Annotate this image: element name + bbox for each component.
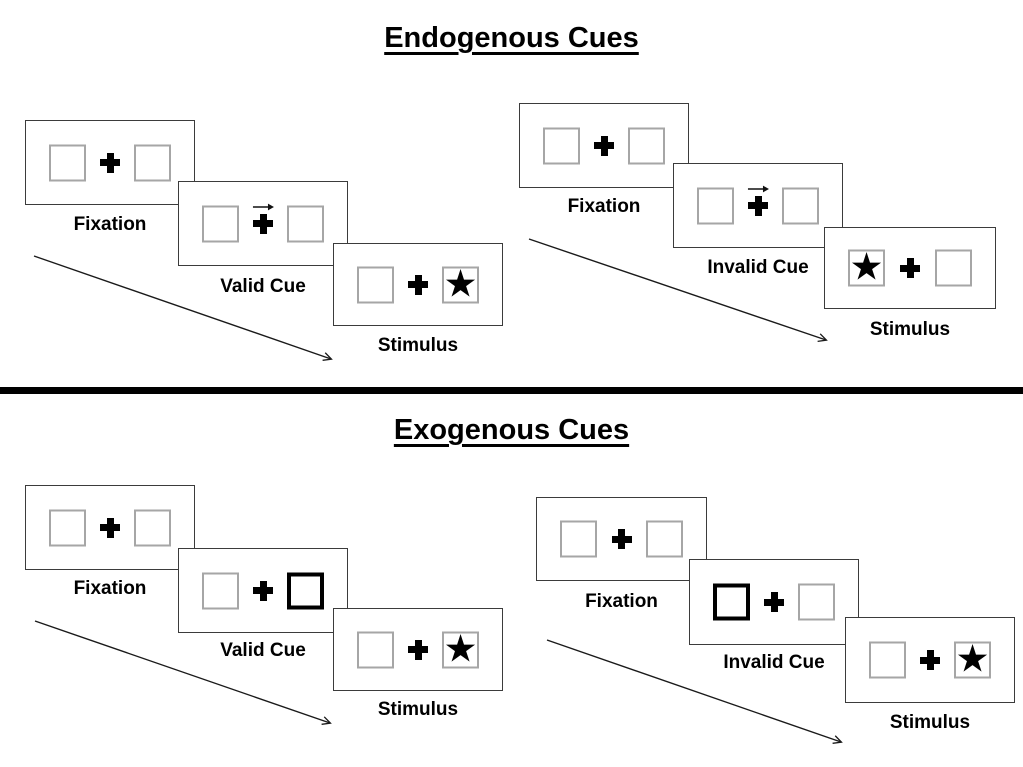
fixation-panel — [519, 103, 689, 188]
right-box — [287, 205, 324, 242]
fixation-label: Fixation — [73, 214, 147, 235]
right-box — [628, 127, 665, 164]
stimulus-panel: ★ — [333, 608, 503, 691]
fixation-cross-icon — [748, 195, 768, 216]
left-box: ★ — [848, 244, 885, 289]
stimulus-panel: ★ — [333, 243, 503, 326]
invalid-cue-panel — [689, 559, 859, 645]
left-box — [202, 572, 239, 609]
fixation-cross-icon — [408, 639, 428, 660]
fixation-label: Fixation — [585, 591, 658, 612]
valid-cue-panel — [178, 548, 348, 633]
right-arrow-icon — [252, 203, 274, 211]
invalid-cue-label: Invalid Cue — [707, 257, 809, 278]
target-star-icon: ★ — [849, 244, 884, 289]
right-arrow-icon — [747, 185, 769, 193]
fixation-panel — [25, 120, 195, 205]
right-box — [798, 583, 835, 621]
exogenous-section-title: Exogenous Cues — [393, 414, 630, 446]
timeline-arrow-exogenous-invalid — [546, 639, 843, 744]
timeline-arrow-endogenous-invalid — [528, 238, 828, 343]
fixation-panel — [25, 485, 195, 570]
stimulus-label: Stimulus — [869, 319, 951, 340]
right-box: ★ — [954, 636, 991, 681]
target-star-icon: ★ — [443, 261, 478, 305]
left-box — [697, 187, 734, 224]
right-box: ★ — [442, 261, 479, 305]
left-box — [560, 520, 597, 558]
stimulus-panel: ★ — [824, 227, 996, 309]
left-box — [49, 509, 86, 546]
fixation-label: Fixation — [567, 196, 641, 217]
stimulus-label: Stimulus — [889, 712, 971, 733]
left-box — [357, 631, 394, 668]
valid-cue-label: Valid Cue — [220, 640, 306, 661]
timeline-arrow-exogenous-valid — [34, 620, 332, 725]
timeline-arrow-endogenous-valid — [33, 255, 333, 361]
fixation-label: Fixation — [73, 578, 147, 599]
fixation-cross-icon — [100, 517, 120, 538]
fixation-cross-icon — [764, 592, 784, 612]
valid-cue-panel — [178, 181, 348, 266]
fixation-cross-icon — [408, 274, 428, 295]
fixation-cross-icon — [920, 650, 940, 670]
endogenous-section-title: Endogenous Cues — [384, 22, 639, 54]
fixation-cross-icon — [594, 135, 614, 156]
left-box — [202, 205, 239, 242]
fixation-cross-icon — [611, 529, 632, 549]
left-box — [49, 144, 86, 181]
right-box — [134, 509, 171, 546]
right-box — [134, 144, 171, 181]
fixation-cross-icon — [100, 152, 120, 173]
fixation-cross-icon — [253, 580, 273, 601]
cue-highlight-box — [713, 583, 750, 621]
stimulus-panel: ★ — [845, 617, 1015, 703]
target-star-icon: ★ — [955, 636, 990, 681]
target-star-icon: ★ — [443, 626, 478, 670]
left-box — [357, 266, 394, 303]
invalid-cue-label: Invalid Cue — [723, 652, 825, 673]
cue-highlight-box — [287, 572, 324, 609]
section-divider — [0, 387, 1023, 394]
right-box — [935, 249, 972, 287]
fixation-cross-icon — [253, 213, 273, 234]
left-box — [543, 127, 580, 164]
stimulus-label: Stimulus — [377, 699, 459, 720]
right-box — [646, 520, 683, 558]
stimulus-label: Stimulus — [377, 335, 459, 356]
valid-cue-label: Valid Cue — [220, 276, 306, 297]
invalid-cue-panel — [673, 163, 843, 248]
right-box: ★ — [442, 626, 479, 670]
left-box — [869, 641, 906, 679]
fixation-panel — [536, 497, 707, 581]
fixation-cross-icon — [900, 258, 920, 278]
right-box — [782, 187, 819, 224]
